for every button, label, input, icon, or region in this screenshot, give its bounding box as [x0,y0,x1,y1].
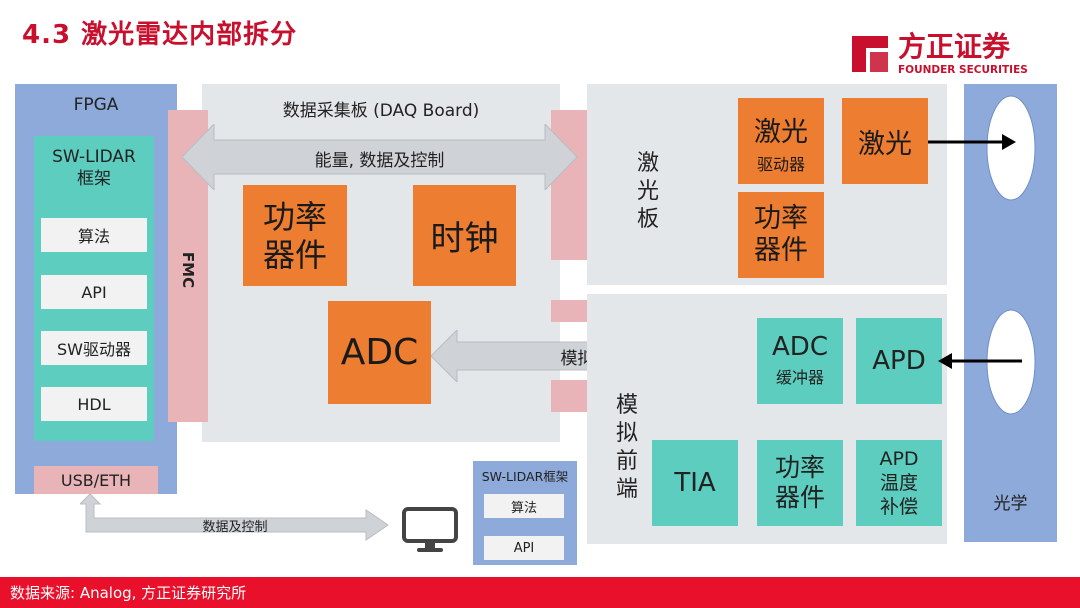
fpga-item-sw-driver: SW驱动器 [41,331,147,365]
usb-eth-box: USB/ETH [34,466,158,494]
laser-driver-sub: 驱动器 [756,155,805,174]
daq-clock: 时钟 [413,185,516,286]
sw-lidar-title: SW-LIDAR 框架 [52,147,136,189]
apd-box: APD [856,318,942,404]
pc-link-arrow [80,494,389,541]
tia-box: TIA [652,440,738,526]
energy-data-control-label: 能量, 数据及控制 [314,150,445,171]
laser-board-title: 激 光 板 [636,151,659,232]
founder-logo-mark-icon [852,36,888,72]
laser-out-arrow [928,134,1016,150]
adc-buffer-box: ADC 缓冲器 [757,318,843,404]
upper-lens-icon [986,95,1036,201]
apd-temp-compensation: APD 温度 补偿 [856,440,942,526]
founder-logo: 方正证券 FOUNDER SECURITIES [848,32,1028,78]
adc-buffer-title: ADC [772,332,828,362]
laser-box: 激光 [842,98,928,184]
fpga-title: FPGA [73,95,119,115]
optics-label: 光学 [993,493,1028,514]
laser-driver-title: 激光 [754,117,808,148]
analog-power-devices: 功率 器件 [757,440,843,526]
page-title: 4.3 激光雷达内部拆分 [22,20,298,50]
laser-board-power-devices: 功率 器件 [738,192,824,278]
fpga-item-hdl: HDL [41,387,147,421]
energy-data-control-arrow [182,124,577,190]
computer-monitor-icon [402,507,458,552]
pc-item-api: API [484,536,564,560]
laser-driver-box: 激光 驱动器 [738,98,824,184]
daq-right-connector-lower [551,380,593,412]
daq-right-connector-mid [551,300,593,322]
daq-adc: ADC [328,301,431,404]
fpga-item-api: API [41,275,147,309]
pc-sw-lidar-title: SW-LIDAR框架 [481,468,569,484]
apd-in-arrow [938,353,1022,369]
analog-front-end-title: 模 拟 前 端 [615,393,638,502]
daq-board-title: 数据采集板 (DAQ Board) [282,101,480,121]
adc-buffer-sub: 缓冲器 [775,368,824,387]
founder-logo-cn: 方正证券 [898,30,1011,63]
fpga-item-algorithm: 算法 [41,218,147,252]
founder-logo-en: FOUNDER SECURITIES [898,64,1028,76]
pc-item-algorithm: 算法 [484,494,564,518]
daq-right-connector-upper [551,110,593,260]
fmc-label: FMC [179,251,197,289]
footer-source: 数据来源: Analog, 方正证券研究所 [0,577,1080,608]
pc-link-label: 数据及控制 [202,519,268,535]
daq-power-devices: 功率 器件 [243,185,347,286]
